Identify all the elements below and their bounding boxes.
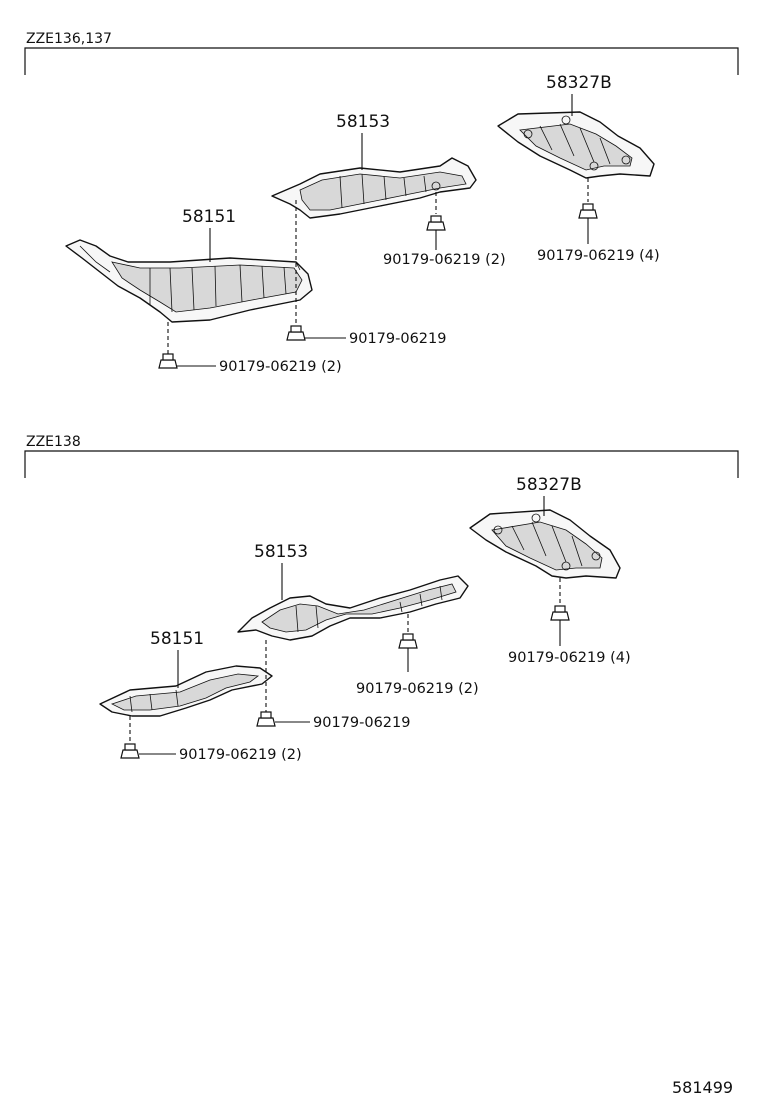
part-58151-shape[interactable] [99,665,273,717]
part-number-58153[interactable]: 58153 [254,542,308,562]
part-58327b-shape[interactable] [497,111,655,179]
fastener-label[interactable]: 90179-06219 (2) [356,681,479,697]
clip-icon[interactable] [158,353,178,369]
part-number-58327b[interactable]: 58327B [546,73,612,93]
part-number-58151[interactable]: 58151 [150,629,204,649]
part-58153-shape[interactable] [237,575,469,641]
section-title: ZZE136,137 [26,31,112,47]
part-number-58327b[interactable]: 58327B [516,475,582,495]
fastener-label[interactable]: 90179-06219 [349,331,447,347]
section-bracket [24,450,739,478]
clip-icon[interactable] [398,633,418,649]
part-58327b-shape[interactable] [469,509,621,579]
clip-icon[interactable] [550,605,570,621]
section-zze138: ZZE138 58151 58153 58327B [24,434,739,763]
part-number-58151[interactable]: 58151 [182,207,236,227]
clip-icon[interactable] [120,743,140,759]
fastener-label[interactable]: 90179-06219 (2) [383,252,506,268]
fastener-label[interactable]: 90179-06219 (2) [219,359,342,375]
part-58153-shape[interactable] [271,157,477,219]
fastener-label[interactable]: 90179-06219 (4) [508,650,631,666]
clip-icon[interactable] [286,325,306,341]
section-zze136-137: ZZE136,137 58151 58153 [24,31,739,375]
section-bracket [24,47,739,75]
fastener-label[interactable]: 90179-06219 (4) [537,248,660,264]
clip-icon[interactable] [256,711,276,727]
fastener-label[interactable]: 90179-06219 (2) [179,747,302,763]
fastener-label[interactable]: 90179-06219 [313,715,411,731]
part-number-58153[interactable]: 58153 [336,112,390,132]
clip-icon[interactable] [578,203,598,219]
diagram-reference-number: 581499 [672,1078,733,1097]
section-title: ZZE138 [26,434,81,450]
part-58151-shape[interactable] [65,239,313,323]
clip-icon[interactable] [426,215,446,231]
